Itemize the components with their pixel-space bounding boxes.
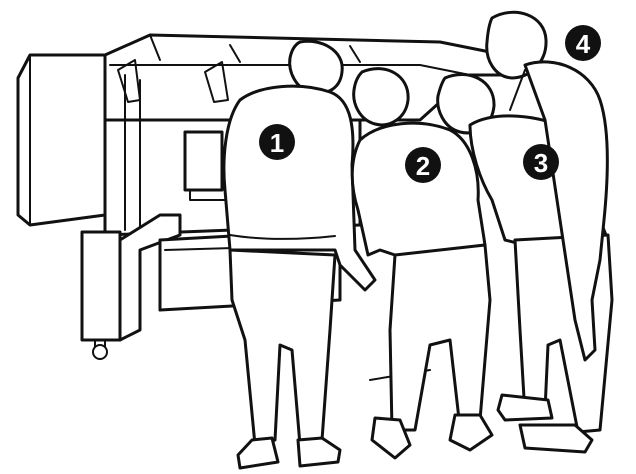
callout-badge-2: 2 — [405, 147, 441, 183]
callout-label-4: 4 — [576, 29, 591, 59]
callout-label-3: 3 — [534, 148, 548, 178]
callout-badge-1: 1 — [259, 124, 295, 160]
callout-badge-3: 3 — [523, 144, 559, 180]
callout-label-1: 1 — [270, 128, 284, 158]
callout-label-2: 2 — [416, 151, 430, 181]
callout-badge-4: 4 — [565, 25, 601, 61]
